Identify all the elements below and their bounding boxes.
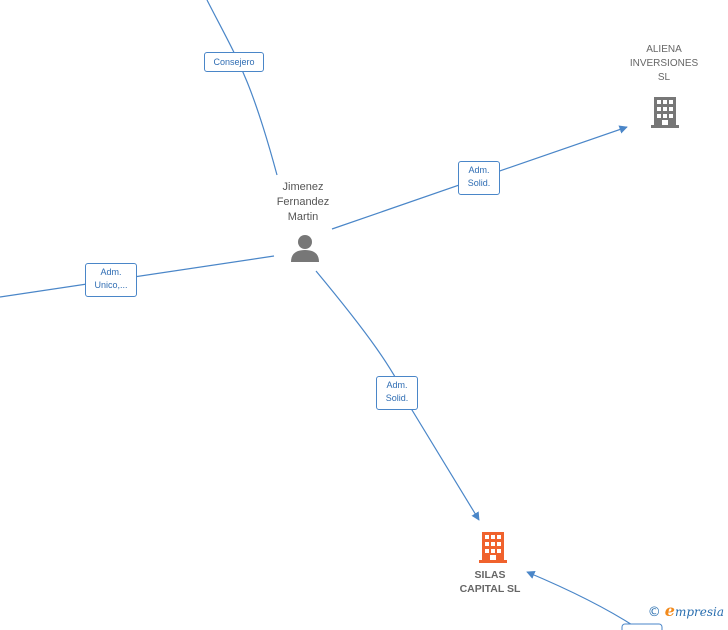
person-name-line: Martin — [287, 211, 319, 223]
edge-label-line: Adm. — [386, 380, 408, 390]
copyright-symbol: © — [647, 605, 661, 620]
company-name-aliena[interactable]: ALIENA INVERSIONES SL — [614, 43, 714, 85]
person-icon[interactable] — [291, 235, 319, 262]
person-name-line: Jimenez — [282, 181, 324, 193]
company-name-silas[interactable]: SILAS CAPITAL SL — [440, 568, 540, 596]
edge-label-adm-aliena[interactable]: Adm. Solid. — [458, 161, 500, 195]
edge-label-line: Adm. — [100, 267, 122, 277]
company-name-line: SL — [657, 72, 671, 83]
brand-watermark: ©empresia — [648, 601, 724, 620]
edge-label-line: Solid. — [385, 393, 409, 403]
company-name-line: INVERSIONES — [629, 58, 699, 69]
company-name-line: SILAS — [474, 569, 506, 581]
edge-incoming-silas — [526, 571, 641, 630]
edge-label-line: Unico,... — [94, 280, 128, 290]
person-name-line: Fernandez — [276, 196, 330, 208]
edge-adm-unico — [0, 255, 275, 298]
edge-label-adm-unico[interactable]: Adm. Unico,... — [85, 263, 137, 297]
company-name-line: CAPITAL SL — [459, 583, 521, 595]
company-name-line: ALIENA — [646, 44, 682, 55]
edge-consejero — [206, 0, 278, 176]
edge-label-line: Adm. — [468, 165, 490, 175]
edge-label-line: Solid. — [467, 178, 491, 188]
edge-label-partial — [621, 623, 663, 630]
edge-label-consejero[interactable]: Consejero — [204, 52, 264, 72]
edge-label-line: Consejero — [213, 57, 255, 67]
building-icon[interactable] — [651, 97, 679, 128]
brand-initial: e — [664, 601, 675, 620]
brand-name: mpresia — [674, 605, 724, 619]
building-icon-highlight[interactable] — [479, 532, 507, 563]
edge-label-adm-silas[interactable]: Adm. Solid. — [376, 376, 418, 410]
person-name[interactable]: Jimenez Fernandez Martin — [262, 180, 344, 225]
